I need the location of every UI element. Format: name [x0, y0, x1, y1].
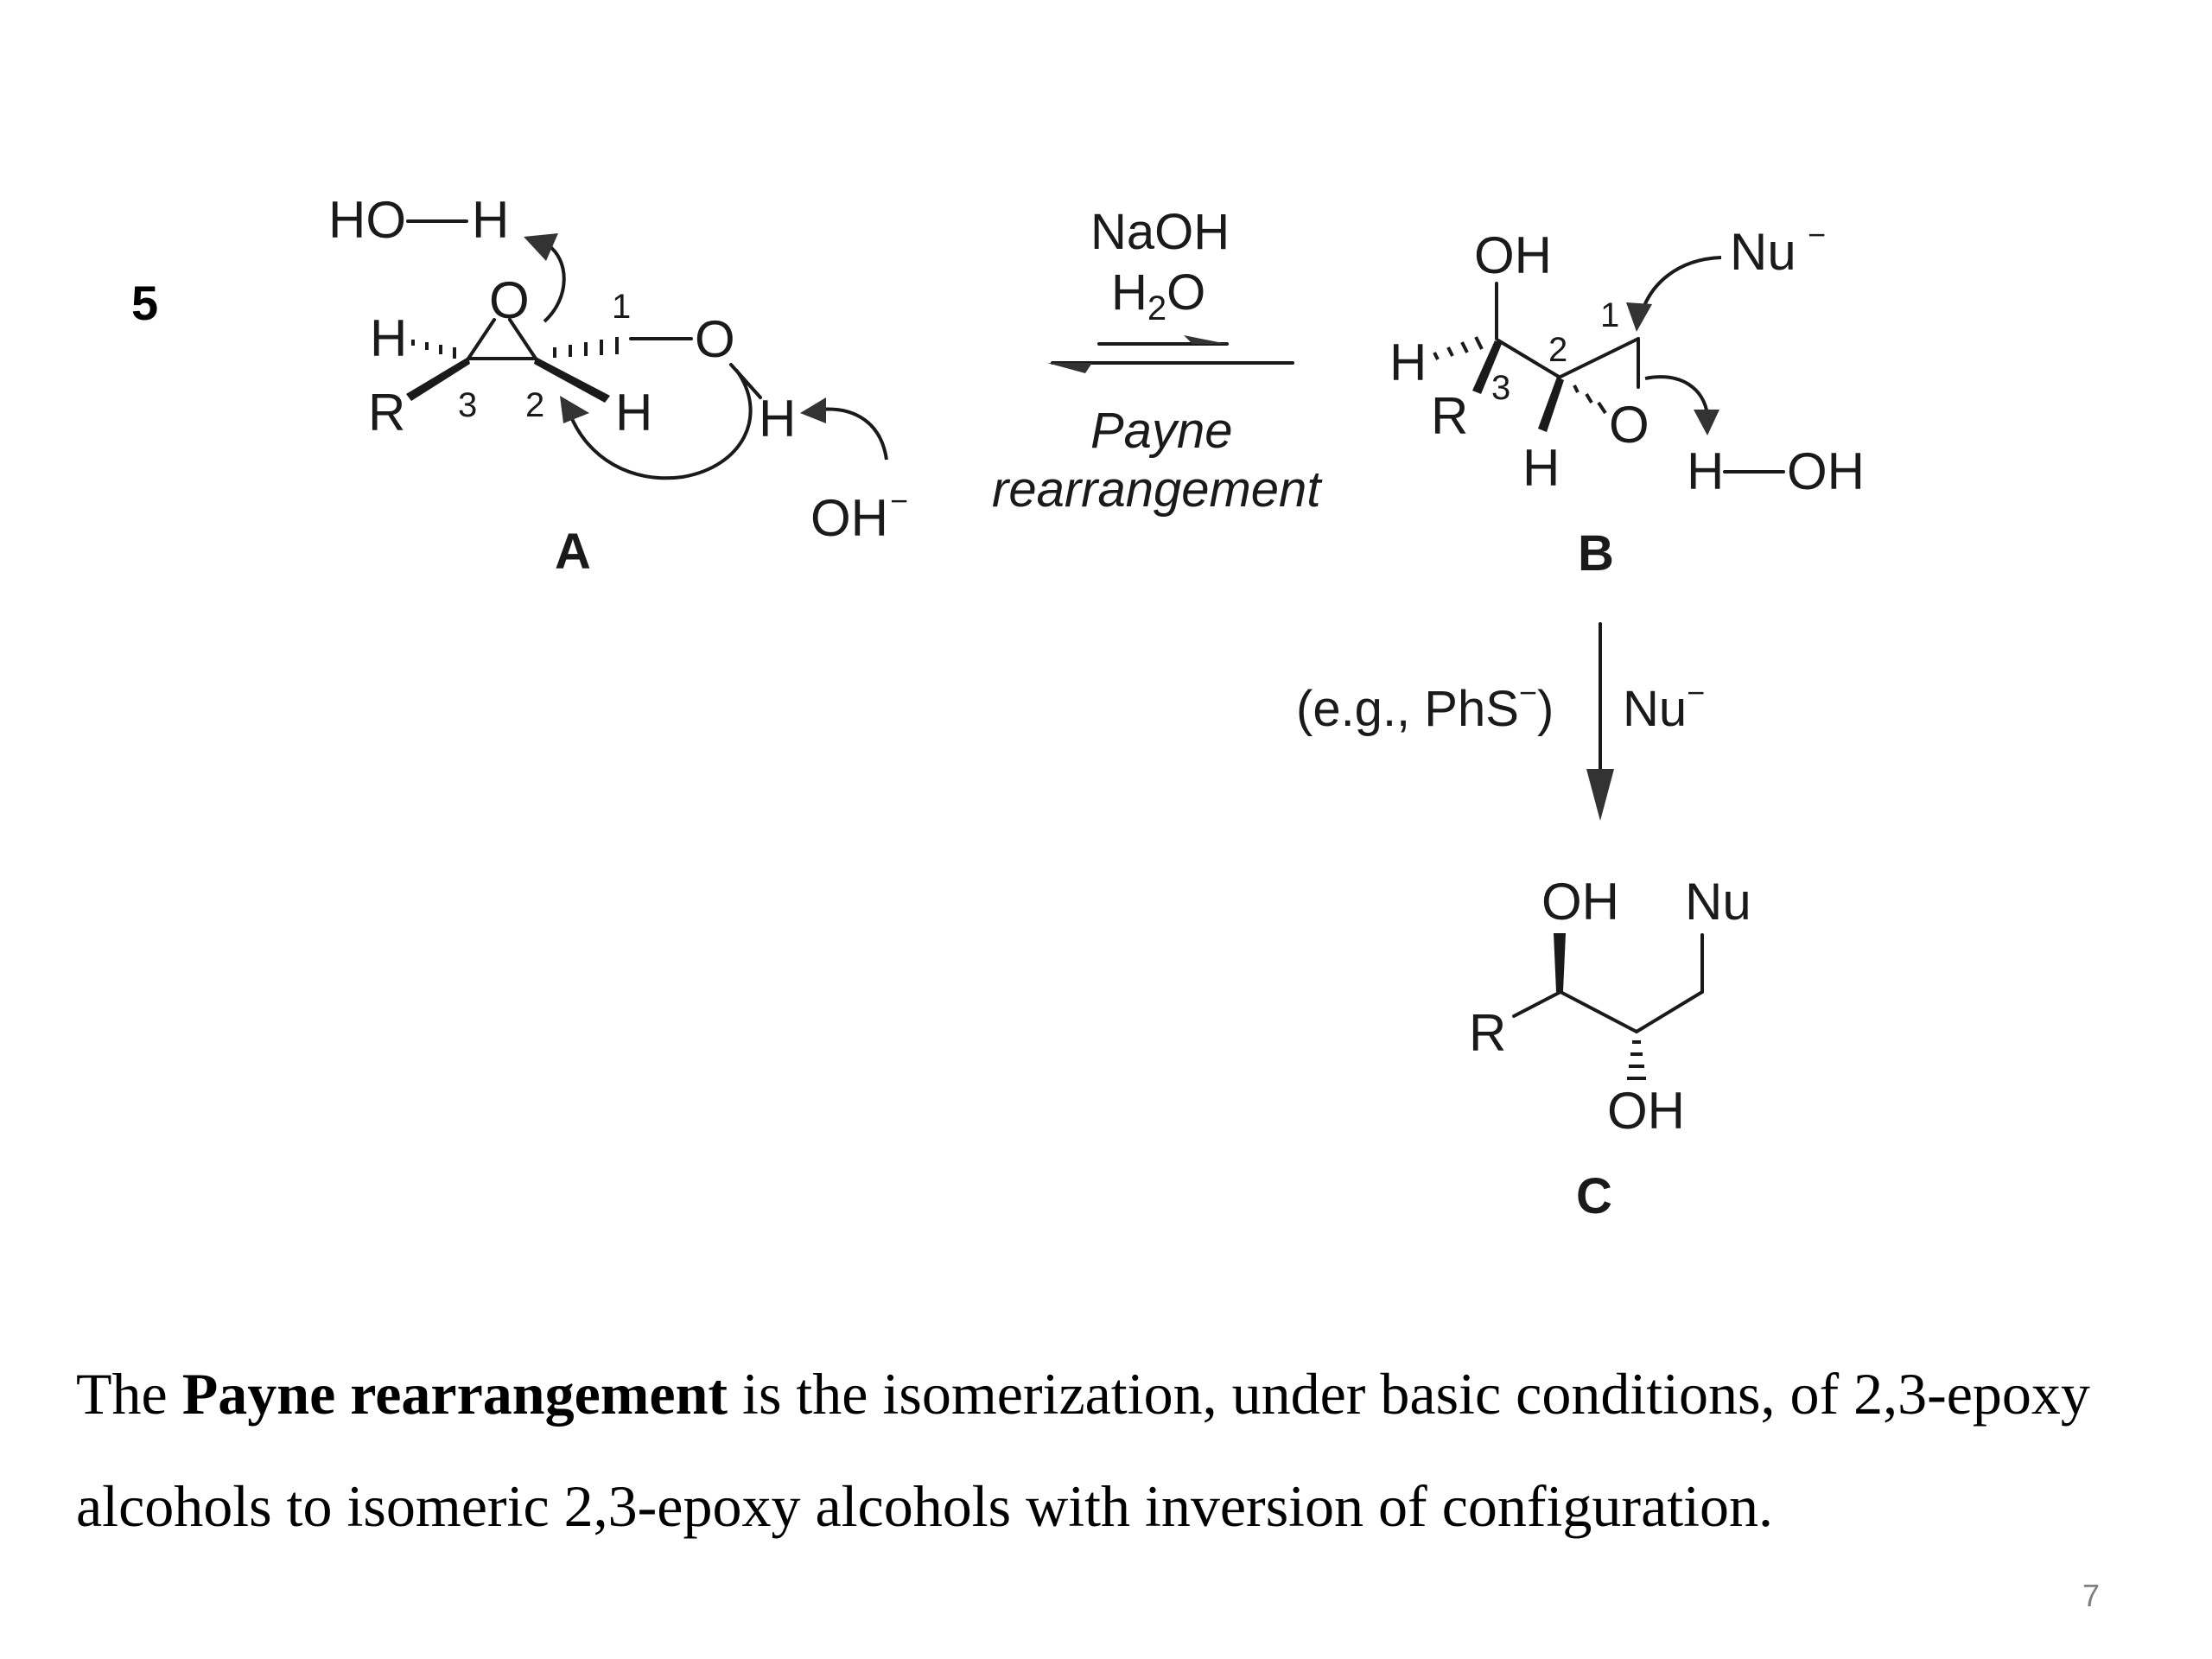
b-oh-top: OH [1474, 226, 1552, 284]
a-arrow-head-base [800, 397, 826, 423]
caption-post: is the isomerization, under basic condit… [76, 1361, 2090, 1539]
ring-opening-nu-charge: − [1687, 675, 1705, 710]
a-h-oh: H [759, 390, 796, 448]
b-hash-c2-o [1573, 385, 1607, 415]
forward-arrow-head [1184, 335, 1227, 344]
c-wedge-oh [1554, 933, 1566, 992]
a-wedge-r [406, 357, 470, 401]
name-rearrangement: rearrangement [992, 461, 1323, 518]
a-arrow-to-c2 [569, 368, 753, 480]
a-r: R [368, 384, 405, 442]
a-arrow-o-to-water [543, 242, 566, 323]
b-bond-c3-c2 [1497, 339, 1560, 378]
reagent-water-o: O [1166, 264, 1205, 321]
c-hash-oh [1627, 1040, 1646, 1080]
reverse-arrow-head [1047, 363, 1092, 373]
b-num-3: 3 [1491, 369, 1510, 407]
a-ring-bond-c2-o [508, 318, 537, 360]
b-water-oh: OH [1787, 442, 1865, 500]
down-arrow-head [1586, 769, 1614, 821]
a-num-3: 3 [458, 386, 477, 424]
step-number: 5 [131, 276, 159, 330]
compound-b: OH H R 3 2 H 1 [1389, 217, 1865, 582]
a-arrow-base [818, 407, 888, 461]
reagent-water-h: H [1111, 264, 1147, 321]
a-arrow-head-c2 [560, 396, 589, 423]
b-wedge-h-c2 [1538, 377, 1564, 432]
b-epoxide-o: O [1609, 396, 1649, 454]
ring-opening: (e.g., PhS−) Nu− [1296, 622, 1705, 821]
c-label: C [1576, 1168, 1612, 1224]
a-hash-c2-c1 [553, 337, 619, 358]
b-wedge-r [1472, 340, 1502, 394]
b-arrow-head-water [1694, 410, 1719, 435]
b-num-1: 1 [1600, 296, 1619, 334]
a-label: A [555, 524, 591, 580]
reaction-scheme: HO H O H R 3 2 [328, 191, 1865, 1224]
a-ring-bond-c3-o [467, 318, 496, 360]
a-base-oh: OH [810, 489, 888, 547]
a-arrow-head-water [524, 233, 558, 261]
b-ring-bond-c2-c1 [1559, 337, 1640, 378]
a-hash-h-c3 [411, 340, 456, 359]
example-charge: − [1519, 675, 1537, 710]
equilibrium: NaOH H2O Payne rearrangement [992, 204, 1323, 518]
caption-pre: The [76, 1361, 182, 1427]
a-water-h: H [472, 191, 509, 249]
b-arrow-to-water [1644, 375, 1709, 416]
c-r: R [1469, 1004, 1506, 1062]
a-num-1: 1 [612, 288, 631, 326]
a-water-ho: HO [328, 191, 406, 249]
b-arrow-head-nu [1626, 302, 1652, 332]
name-payne: Payne [1090, 403, 1232, 459]
c-bond-c2-c1 [1635, 990, 1704, 1033]
compound-a: HO H O H R 3 2 [328, 191, 908, 580]
a-h-left: H [370, 309, 407, 367]
c-nu: Nu [1685, 873, 1751, 931]
caption: The Payne rearrangement is the isomeriza… [76, 1338, 2150, 1562]
example-close: ) [1537, 681, 1554, 737]
ring-opening-nu: Nu [1623, 681, 1687, 737]
a-num-2: 2 [525, 386, 544, 424]
svg-text:Nu−: Nu− [1623, 675, 1705, 737]
b-h-left: H [1389, 334, 1427, 391]
b-label: B [1578, 525, 1614, 582]
reagent-naoh: NaOH [1090, 204, 1230, 260]
b-nu: Nu [1730, 223, 1796, 281]
a-alkoxide-o: O [695, 310, 735, 368]
compound-c: OH Nu R OH C [1469, 873, 1751, 1224]
caption-bold-term: Payne rearrangement [181, 1361, 728, 1427]
svg-text:H2O: H2O [1111, 264, 1205, 327]
a-h-c2: H [615, 384, 652, 442]
b-arrow-nu [1640, 256, 1722, 314]
c-bond-r [1512, 990, 1562, 1018]
example-open: (e.g., PhS [1296, 681, 1519, 737]
b-nu-charge: − [1808, 217, 1826, 252]
a-bond-o-h [729, 363, 762, 399]
b-water-h: H [1687, 442, 1724, 500]
a-wedge-h-c2 [534, 357, 610, 403]
svg-text:(e.g., PhS−): (e.g., PhS−) [1296, 675, 1554, 737]
c-oh-top: OH [1541, 873, 1619, 931]
reagent-water-sub: 2 [1147, 289, 1166, 327]
c-bond-c3-c2 [1559, 990, 1638, 1033]
page-number: 7 [2082, 1578, 2101, 1613]
b-h-bottom: H [1522, 439, 1560, 497]
b-num-2: 2 [1548, 331, 1567, 369]
c-oh-bottom: OH [1607, 1082, 1685, 1140]
a-base-charge: − [890, 483, 908, 518]
b-hash-h-c3 [1433, 336, 1484, 360]
b-r: R [1431, 387, 1468, 445]
